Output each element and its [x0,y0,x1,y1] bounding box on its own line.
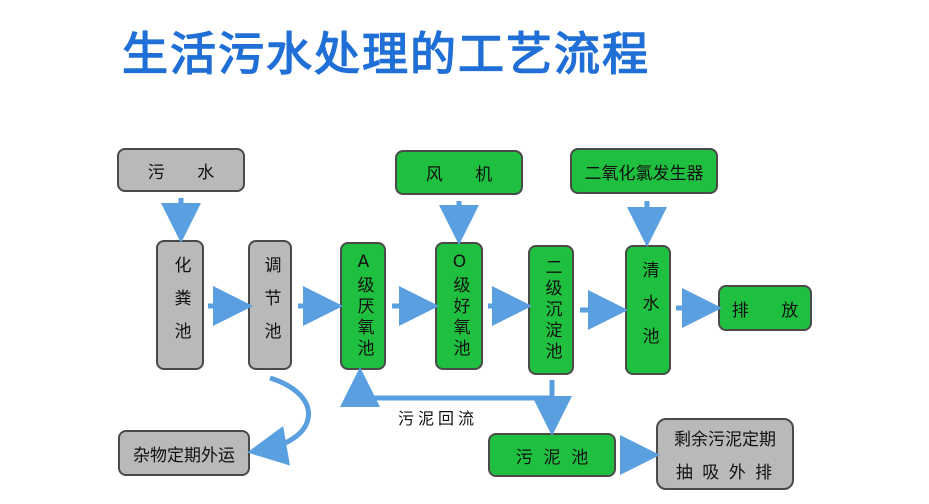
excess-sludge-line1: 剩余污泥定期 [674,430,776,450]
page-title: 生活污水处理的工艺流程 [122,27,650,81]
a-tank-label: A级厌氧池 [353,252,374,360]
arrow-sludge-return [340,367,552,407]
a-tank-box: A级厌氧池 [340,242,386,370]
sewage-box: 污 水 [117,148,245,192]
chlorine-dioxide-generator-label: 二氧化氯发生器 [584,163,704,184]
regulating-tank-label: 调节池 [260,255,281,355]
sewage-label: 污 水 [147,162,215,183]
clear-water-tank-label: 清水池 [638,260,659,360]
o-tank-box: O级好氧池 [435,242,483,370]
secondary-clarifier-label: 二级沉淀池 [541,257,562,363]
discharge-box: 排 放 [718,285,812,331]
blower-box: 风 机 [395,150,523,195]
excess-sludge-line2: 抽 吸 外 排 [675,463,775,483]
blower-label: 风 机 [425,165,493,185]
chlorine-dioxide-generator-box: 二氧化氯发生器 [570,148,718,194]
debris-removal-label: 杂物定期外运 [133,445,235,466]
arrow-regulating-to-debris [247,375,311,466]
debris-removal-box: 杂物定期外运 [118,430,250,476]
sludge-return-label: 污泥回流 [398,409,479,428]
discharge-label: 排 放 [731,300,799,321]
sludge-tank-label: 污 泥 池 [515,447,589,468]
o-tank-label: O级好氧池 [449,252,470,360]
regulating-tank-box: 调节池 [248,240,292,370]
septic-tank-label: 化粪池 [170,255,191,355]
